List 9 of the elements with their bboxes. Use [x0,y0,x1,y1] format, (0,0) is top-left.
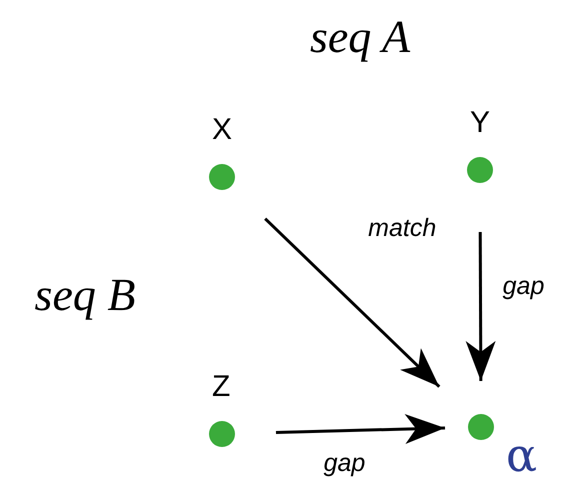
node-label: Y [470,108,490,138]
sequence-label: seq A [310,12,410,62]
node-label: Z [212,372,230,402]
arrow [466,232,496,381]
node-label: α [506,432,538,478]
arrow [276,414,446,444]
arrow [264,218,440,388]
sequence-label: seq B [34,270,136,320]
node-label: X [212,115,232,145]
